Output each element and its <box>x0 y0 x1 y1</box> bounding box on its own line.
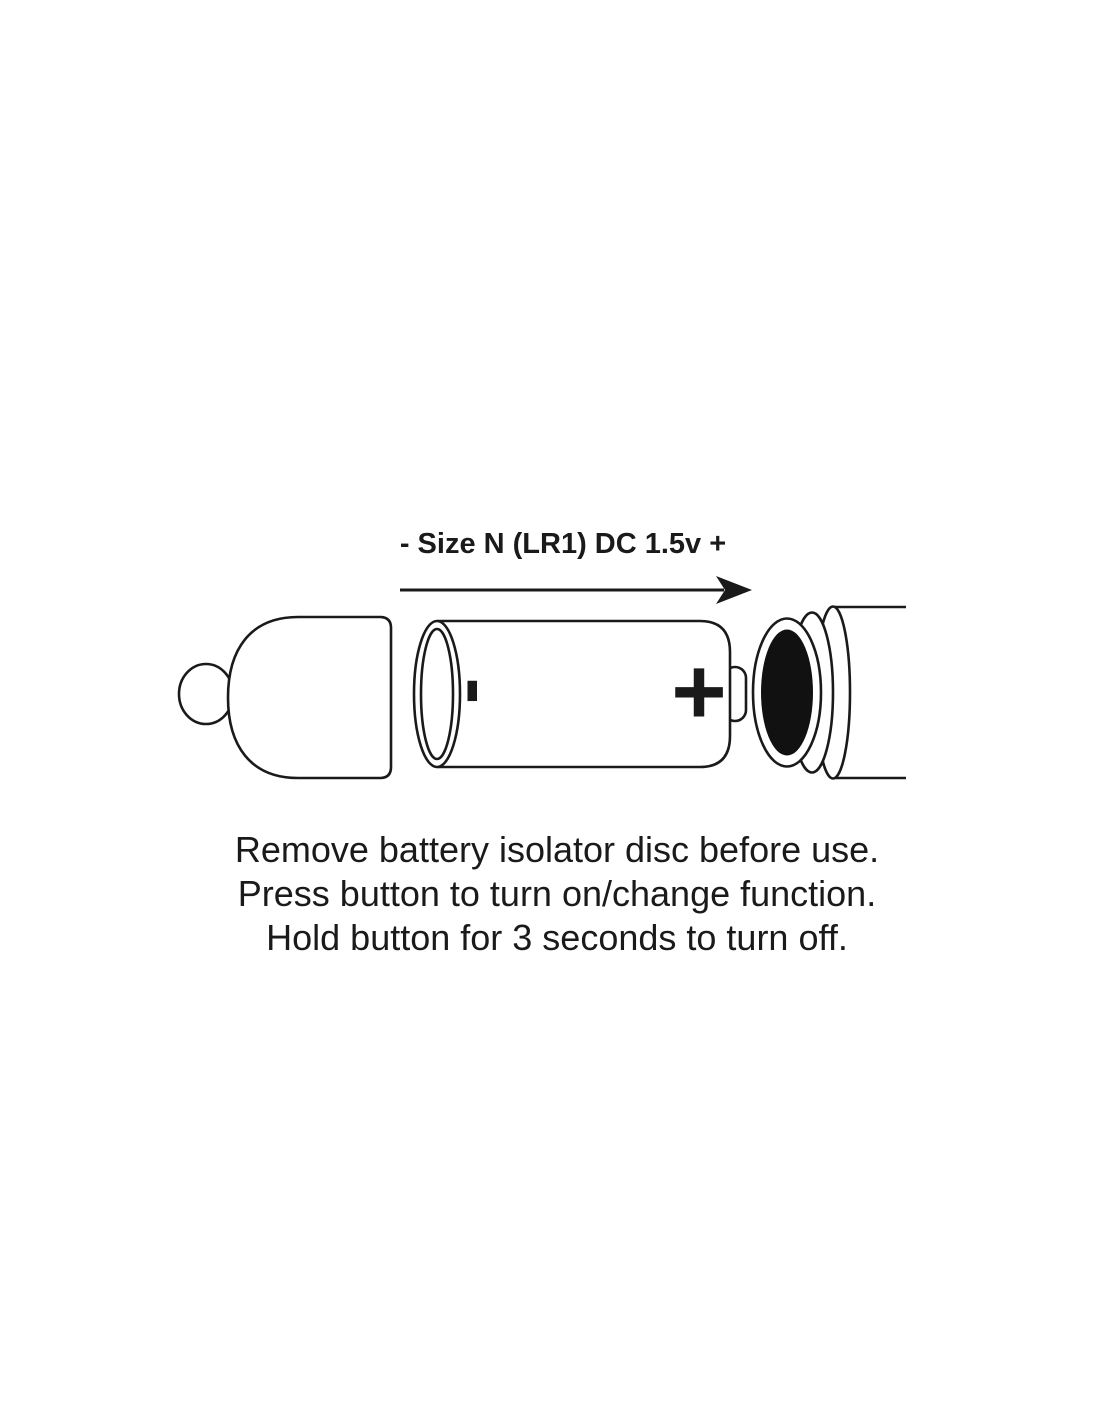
battery-left-end-inner-ring <box>419 627 455 761</box>
instruction-line-2: Press button to turn on/change function. <box>238 873 876 914</box>
end-cap-body <box>226 615 393 780</box>
battery: - + <box>412 619 748 769</box>
end-cap <box>177 615 393 780</box>
battery-size-label: - Size N (LR1) DC 1.5v + <box>400 528 726 560</box>
instruction-line-1: Remove battery isolator disc before use. <box>235 829 879 870</box>
insertion-direction-arrow-icon <box>400 576 752 604</box>
isolator-disc-assembly <box>751 605 906 780</box>
battery-plus-mark: + <box>671 639 726 745</box>
instruction-line-3: Hold button for 3 seconds to turn off. <box>266 917 848 958</box>
isolator-disc <box>761 629 813 756</box>
battery-body <box>437 619 732 769</box>
press-button <box>177 662 235 726</box>
battery-minus-mark: - <box>435 678 524 705</box>
instructions-text: Remove battery isolator disc before use.… <box>235 829 879 958</box>
